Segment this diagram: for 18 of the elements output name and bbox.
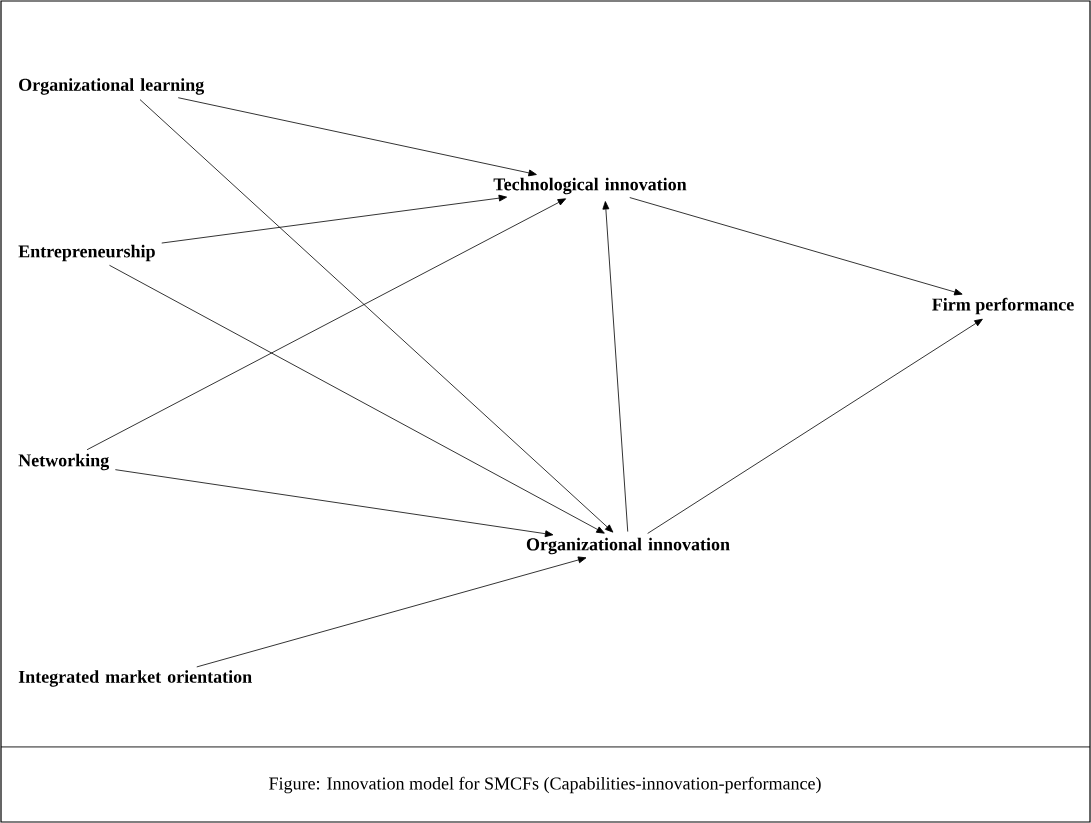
text-label: Technological innovation — [493, 177, 687, 195]
text-label: Integrated market orientation — [18, 670, 252, 687]
text-label: Organizational innovation — [526, 537, 730, 555]
arrow — [629, 197, 963, 296]
arrow — [109, 264, 605, 534]
arrow — [114, 469, 554, 538]
arrow — [177, 97, 537, 177]
arrow — [602, 201, 629, 532]
text-label: Entrepreneurship — [18, 244, 155, 262]
text-label: Organizational learning — [19, 78, 205, 95]
arrow — [139, 99, 614, 533]
text-label: Networking — [18, 453, 109, 471]
arrow — [86, 198, 567, 451]
arrow — [196, 556, 587, 668]
arrow — [161, 194, 508, 244]
text-label: Firm performance — [932, 297, 1074, 315]
arrow — [647, 318, 983, 534]
caption: Figure: Innovation model for SMCFs (Capabilities-innovation-performance) — [269, 776, 821, 794]
